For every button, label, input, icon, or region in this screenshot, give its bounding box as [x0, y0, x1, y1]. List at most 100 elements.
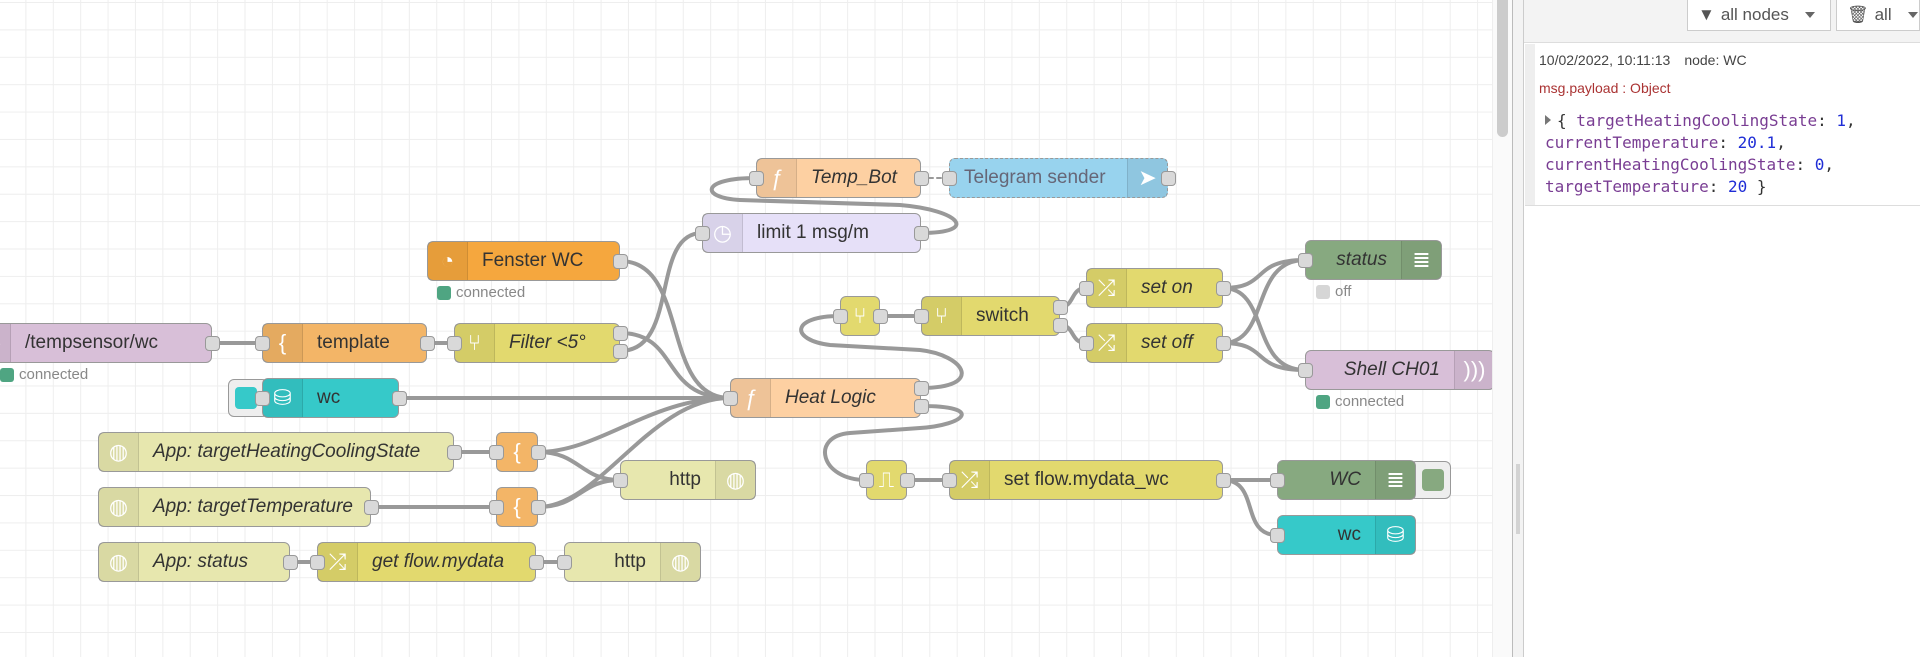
input-port[interactable] [613, 473, 628, 488]
debug-message: 10/02/2022, 10:11:13 node: WC msg.payload… [1525, 44, 1920, 206]
input-port[interactable] [1270, 528, 1285, 543]
output-port[interactable] [900, 473, 915, 488]
output-port[interactable] [447, 445, 462, 460]
wc-database-out-node[interactable]: wc ⛁ [1277, 515, 1416, 555]
input-port[interactable] [833, 309, 848, 324]
input-port[interactable] [914, 309, 929, 324]
output-port[interactable] [613, 254, 628, 269]
wire [1221, 258, 1307, 345]
canvas-scrollbar-track[interactable] [1492, 0, 1512, 657]
output-port[interactable] [613, 344, 628, 359]
input-port[interactable] [255, 391, 270, 406]
status-dot [1316, 394, 1330, 409]
debug-toggle-button[interactable] [1410, 461, 1451, 499]
output-port[interactable] [1161, 171, 1176, 186]
output-port[interactable] [364, 500, 379, 515]
input-port[interactable] [859, 473, 874, 488]
output-port[interactable] [529, 555, 544, 570]
message-timestamp: 10/02/2022, 10:11:13 [1539, 52, 1671, 68]
globe-icon: ◍ [99, 433, 139, 471]
input-port[interactable] [1079, 336, 1094, 351]
input-port[interactable] [557, 555, 572, 570]
input-port[interactable] [310, 555, 325, 570]
output-port[interactable] [914, 399, 929, 414]
input-port[interactable] [1270, 473, 1285, 488]
output-port[interactable] [205, 336, 220, 351]
template-node[interactable]: { template [262, 323, 427, 363]
input-port[interactable] [1079, 281, 1094, 296]
sidebar-separator[interactable] [1512, 0, 1524, 657]
http-response-node[interactable]: http ◍ [564, 542, 701, 582]
output-port[interactable] [1216, 281, 1231, 296]
output-port[interactable] [873, 309, 888, 324]
output-port[interactable] [914, 381, 929, 396]
clear-messages-button[interactable]: 🗑 all [1836, 0, 1920, 31]
app-tt-node[interactable]: ◍ App: targetTemperature [98, 487, 371, 527]
set-on-node[interactable]: ⤮ set on [1086, 268, 1223, 308]
temp-bot-node[interactable]: ƒ Temp_Bot [756, 158, 921, 198]
output-port[interactable] [283, 555, 298, 570]
input-port[interactable] [255, 336, 270, 351]
output-port[interactable] [392, 391, 407, 406]
input-port[interactable] [723, 391, 738, 406]
inject-button[interactable] [228, 379, 268, 417]
switch-node[interactable]: ⑂ switch [921, 296, 1060, 336]
get-flow-node[interactable]: ⤮ get flow.mydata [317, 542, 536, 582]
filter-nodes-button[interactable]: ▼ all nodes [1687, 0, 1831, 31]
output-port[interactable] [531, 445, 546, 460]
output-port[interactable] [914, 171, 929, 186]
input-port[interactable] [489, 500, 504, 515]
output-port[interactable] [1216, 473, 1231, 488]
fenster-wc-node[interactable]: ◔ Fenster WC [427, 241, 620, 281]
globe-icon: ◍ [99, 488, 139, 526]
message-node[interactable]: node: WC [1684, 52, 1747, 68]
filter-icon: ▼ [1698, 4, 1715, 24]
wc-database-node[interactable]: ⛁ wc [262, 378, 399, 418]
filter-node[interactable]: ⑂ Filter <5° [454, 323, 620, 363]
output-port[interactable] [1216, 336, 1231, 351]
app-thcs-node[interactable]: ◍ App: targetHeatingCoolingState [98, 432, 454, 472]
wc-debug-node[interactable]: WC ≣ [1277, 460, 1416, 500]
expand-icon[interactable] [1545, 115, 1551, 125]
mqtt-icon: ))) [1454, 351, 1492, 389]
http-response-node[interactable]: http ◍ [620, 460, 756, 500]
output-port[interactable] [613, 326, 628, 341]
canvas-scrollbar-thumb[interactable] [1497, 0, 1508, 137]
telegram-sender-node[interactable]: Telegram sender ➤ [949, 158, 1168, 198]
set-flow-node[interactable]: ⤮ set flow.mydata_wc [949, 460, 1223, 500]
wire [1221, 286, 1307, 372]
output-port[interactable] [420, 336, 435, 351]
database-icon: ⛁ [263, 379, 303, 417]
output-port[interactable] [531, 500, 546, 515]
input-port[interactable] [447, 336, 462, 351]
status-debug-node[interactable]: status ≣ [1305, 240, 1442, 280]
debug-sidebar: ▼ all nodes 🗑 all 10/02/2022, 10:11:13 no… [1524, 0, 1920, 657]
wire [536, 478, 622, 509]
switch-icon: ⑂ [455, 324, 495, 362]
message-path[interactable]: msg.payload : Object [1539, 80, 1671, 96]
input-port[interactable] [1298, 363, 1313, 378]
app-status-node[interactable]: ◍ App: status [98, 542, 290, 582]
output-port[interactable] [1053, 318, 1068, 333]
shell-ch01-node[interactable]: Shell CH01 ))) [1305, 350, 1492, 390]
output-port[interactable] [1053, 300, 1068, 315]
message-payload[interactable]: { targetHeatingCoolingState: 1, currentT… [1545, 111, 1856, 196]
sidebar-resize-handle[interactable] [1516, 464, 1520, 534]
node-status: connected [437, 284, 525, 301]
limit-node[interactable]: ◷ limit 1 msg/m [702, 213, 921, 253]
input-port[interactable] [695, 226, 710, 241]
set-off-node[interactable]: ⤮ set off [1086, 323, 1223, 363]
trash-icon: 🗑 [1847, 4, 1869, 24]
input-port[interactable] [942, 473, 957, 488]
output-port[interactable] [914, 226, 929, 241]
globe-icon: ◍ [660, 543, 700, 581]
switch-icon: ⑂ [853, 303, 867, 328]
input-port[interactable] [749, 171, 764, 186]
input-port[interactable] [1298, 253, 1313, 268]
mqtt-in-node[interactable]: ))) /tempsensor/wc [0, 323, 212, 363]
heat-logic-node[interactable]: ƒ Heat Logic [730, 378, 921, 418]
flow-canvas[interactable]: ))) /tempsensor/wc connected { template … [0, 0, 1492, 657]
input-port[interactable] [942, 171, 957, 186]
inject-button-fill [235, 387, 257, 409]
input-port[interactable] [489, 445, 504, 460]
